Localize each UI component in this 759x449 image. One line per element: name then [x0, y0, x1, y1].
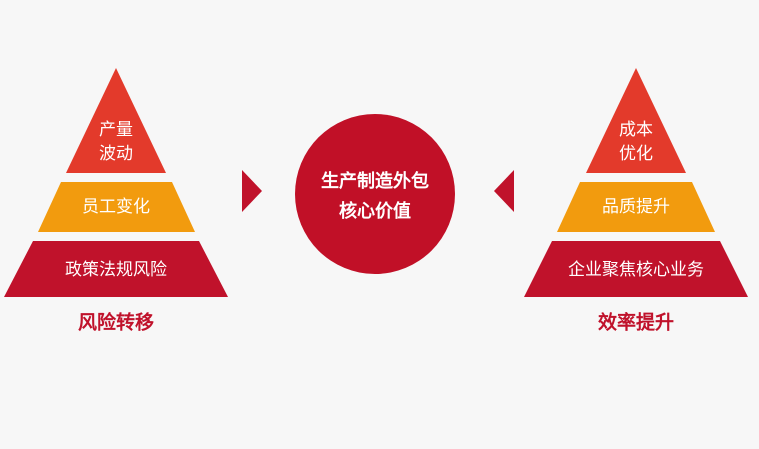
- right-middle-label: 品质提升: [602, 197, 670, 217]
- left-bottom-label: 政策法规风险: [65, 260, 167, 280]
- right-top-line-2: 优化: [619, 144, 653, 164]
- right-top-line-1: 成本: [619, 120, 653, 140]
- center-line-1: 生产制造外包: [321, 170, 429, 192]
- right-arrow-icon: [494, 170, 514, 212]
- left-middle-label: 员工变化: [82, 197, 150, 217]
- left-pyramid: 产量 波动 员工变化 政策法规风险 风险转移: [4, 68, 228, 334]
- left-arrow-icon: [242, 170, 262, 212]
- left-pyramid-top-tier: [66, 68, 166, 173]
- right-pyramid-bottom-tier: [524, 241, 748, 297]
- left-pyramid-bottom-tier: [4, 241, 228, 297]
- center-core: 生产制造外包 核心价值: [295, 114, 455, 274]
- right-pyramid-middle-tier: [557, 182, 715, 232]
- right-pyramid: 成本 优化 品质提升 企业聚焦核心业务 效率提升: [524, 68, 748, 334]
- center-line-2: 核心价值: [339, 200, 411, 222]
- left-pyramid-middle-tier: [38, 182, 195, 232]
- center-circle: [295, 114, 455, 274]
- left-caption: 风险转移: [78, 311, 154, 334]
- right-pyramid-top-tier: [586, 68, 686, 173]
- right-caption: 效率提升: [598, 311, 674, 334]
- right-bottom-label: 企业聚焦核心业务: [568, 260, 704, 280]
- left-top-line-1: 产量: [99, 120, 133, 140]
- left-top-line-2: 波动: [99, 144, 133, 164]
